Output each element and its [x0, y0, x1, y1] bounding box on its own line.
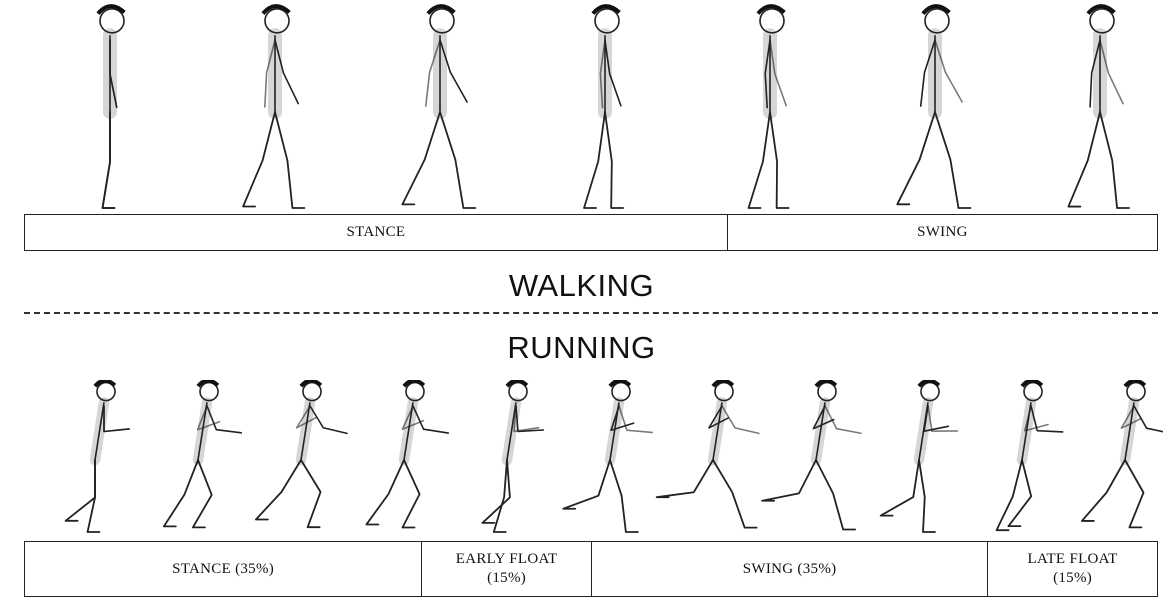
- running-phase-late-float: LATE FLOAT (15%): [987, 542, 1157, 596]
- running-heading: RUNNING: [0, 330, 1163, 366]
- running-figure-3: [256, 381, 347, 528]
- walking-phase-swing: SWING: [727, 215, 1157, 250]
- running-figure-5: [482, 381, 543, 532]
- dashed-divider: [24, 312, 1158, 314]
- walking-figures: [0, 0, 1163, 215]
- walking-phase-bar: STANCE SWING: [24, 214, 1158, 251]
- running-figures-drawing: [0, 380, 1163, 540]
- walking-phase-stance: STANCE: [25, 215, 727, 250]
- running-phase-stance: STANCE (35%): [25, 542, 421, 596]
- running-figure-8: [762, 381, 861, 530]
- running-figure-10: [997, 381, 1063, 531]
- running-phase-swing-label: SWING (35%): [743, 560, 837, 579]
- walking-figure-7: [1068, 6, 1129, 208]
- running-phase-bar: STANCE (35%) EARLY FLOAT (15%) SWING (35…: [24, 541, 1158, 597]
- walking-figure-2: [243, 6, 304, 208]
- running-figure-6: [563, 381, 652, 532]
- running-phase-stance-label: STANCE (35%): [172, 560, 274, 579]
- running-phase-early-float: EARLY FLOAT (15%): [421, 542, 591, 596]
- walking-figure-1: [98, 6, 124, 208]
- running-figure-1: [66, 381, 130, 532]
- running-phase-late-float-label: LATE FLOAT (15%): [1028, 550, 1118, 588]
- running-figure-7: [657, 381, 759, 528]
- walking-phase-swing-label: SWING: [917, 223, 968, 242]
- running-figure-9: [881, 381, 958, 532]
- walking-phase-stance-label: STANCE: [346, 223, 405, 242]
- walking-figure-3: [402, 6, 475, 208]
- running-phase-early-float-label: EARLY FLOAT (15%): [456, 550, 558, 588]
- walking-figures-drawing: [0, 0, 1163, 215]
- walking-figure-5: [749, 6, 789, 208]
- running-figure-11: [1082, 381, 1163, 528]
- walking-heading: WALKING: [0, 268, 1163, 304]
- running-figure-2: [164, 381, 241, 528]
- running-figure-4: [366, 381, 448, 528]
- walking-figure-4: [584, 6, 623, 208]
- walking-figure-6: [897, 6, 970, 208]
- running-phase-swing: SWING (35%): [591, 542, 987, 596]
- running-figures: [0, 380, 1163, 540]
